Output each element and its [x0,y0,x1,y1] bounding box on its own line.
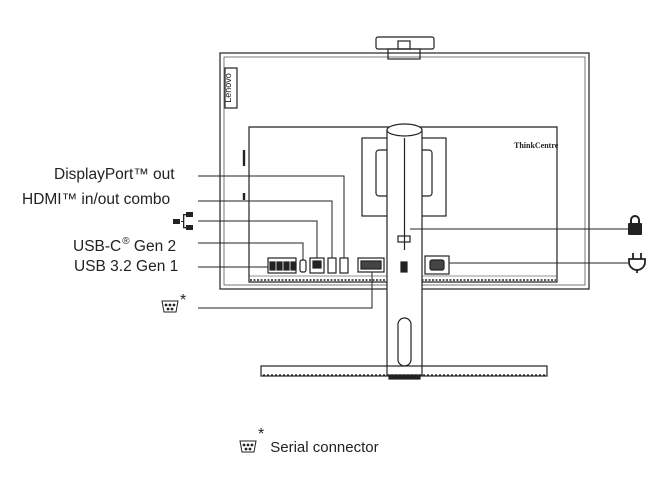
footnote-asterisk: * [258,426,265,443]
displayport-label: DisplayPort™ out [54,166,175,183]
footnote: * Serial connector [238,426,379,456]
bezel-logo-text: Lenovo [223,73,233,103]
webcam-module [375,36,435,50]
usbc-suffix: Gen 2 [129,238,177,255]
usbc-label: USB-C® Gen 2 [73,233,176,256]
footnote-text: Serial connector [270,439,379,456]
webcam-lens [397,40,411,50]
leader-displayport [198,175,345,258]
padlock-icon [628,215,642,235]
serial-port-icon-footnote [239,440,257,453]
displayport-port [339,257,349,274]
hdmi-port [327,257,337,274]
usb-a-label: USB 3.2 Gen 1 [74,258,179,275]
usb-c-port [299,259,307,273]
leader-hdmi [198,200,333,258]
power-plug-icon [628,253,646,273]
hdmi-label: HDMI™ in/out combo [22,191,171,208]
leader-usbc [198,242,304,260]
serial-port-icon [161,300,179,313]
network-ethernet-icon [173,212,193,230]
webcam-base [387,48,421,60]
serial-callout: * [160,292,187,314]
back-logo-text: ThinkCentre [514,141,559,150]
usbc-registered-mark: ® [122,236,130,247]
serial-asterisk: * [180,292,187,309]
leader-ethernet [198,220,318,258]
leader-serial [198,272,373,309]
usbc-prefix: USB-C [73,238,122,255]
lenovo-badge [224,67,238,109]
rear-panel [248,126,558,283]
